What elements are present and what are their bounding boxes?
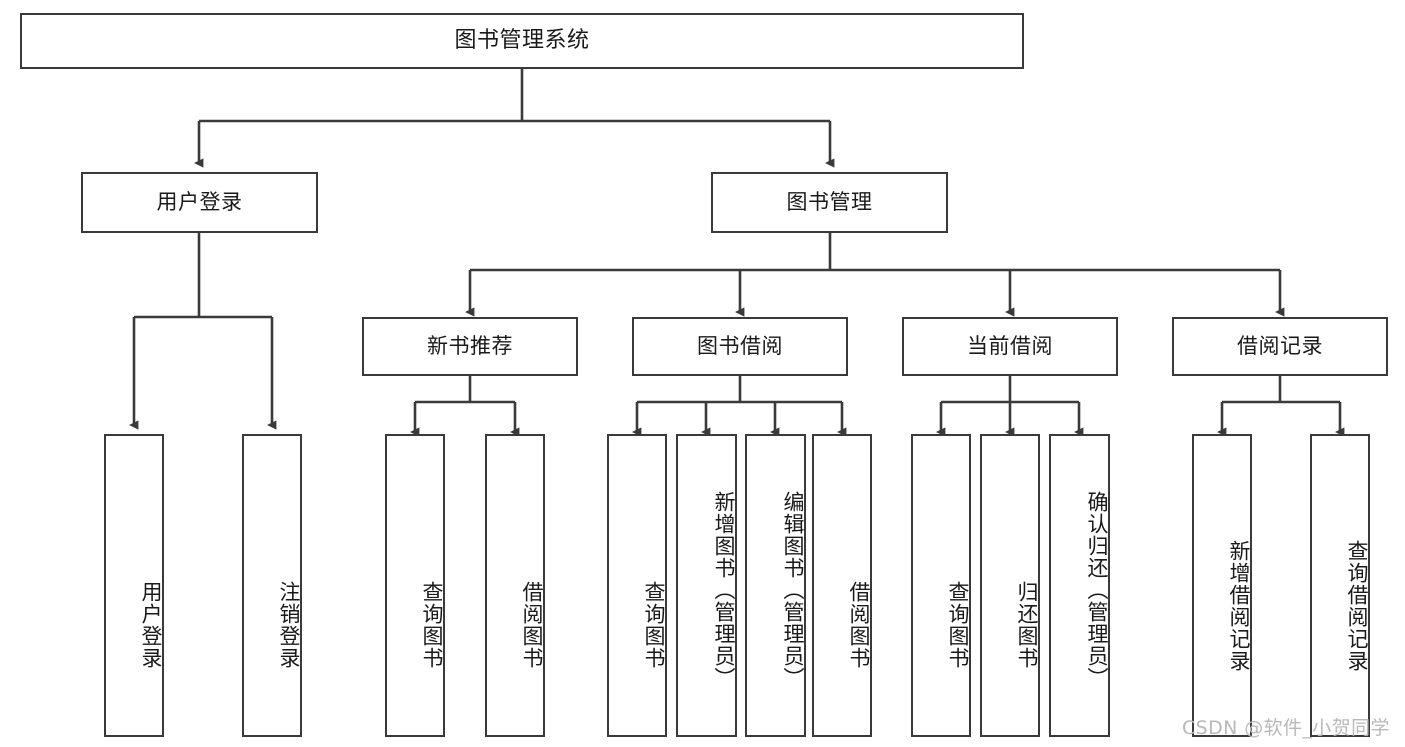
csdn-watermark: CSDN @软件_小贺同学 — [1182, 717, 1390, 739]
node-borrow-record[interactable]: 借阅记录 — [1172, 317, 1388, 376]
leaf-query-borrow-record[interactable]: 查询借阅记录 — [1310, 434, 1370, 737]
leaf-query-book-current[interactable]: 查询图书 — [911, 434, 971, 737]
leaf-user-login[interactable]: 用户登录 — [104, 434, 164, 737]
leaf-confirm-return-admin[interactable]: 确认归还（管理员） — [1049, 434, 1110, 737]
leaf-logout-login[interactable]: 注销登录 — [242, 434, 302, 737]
leaf-query-book-borrow[interactable]: 查询图书 — [607, 434, 667, 737]
leaf-borrow-book[interactable]: 借阅图书 — [812, 434, 872, 737]
node-user-login[interactable]: 用户登录 — [81, 172, 318, 233]
node-root[interactable]: 图书管理系统 — [20, 13, 1024, 69]
leaf-borrow-book-recommend[interactable]: 借阅图书 — [485, 434, 545, 737]
node-book-borrow[interactable]: 图书借阅 — [632, 317, 848, 376]
node-new-book-recommend[interactable]: 新书推荐 — [362, 317, 578, 376]
leaf-query-book-recommend[interactable]: 查询图书 — [385, 434, 445, 737]
node-book-manage[interactable]: 图书管理 — [711, 172, 948, 233]
leaf-return-book[interactable]: 归还图书 — [980, 434, 1040, 737]
leaf-add-borrow-record[interactable]: 新增借阅记录 — [1192, 434, 1252, 737]
leaf-edit-book-admin[interactable]: 编辑图书（管理员） — [745, 434, 806, 737]
node-current-borrow[interactable]: 当前借阅 — [902, 317, 1118, 376]
leaf-add-book-admin[interactable]: 新增图书（管理员） — [676, 434, 737, 737]
